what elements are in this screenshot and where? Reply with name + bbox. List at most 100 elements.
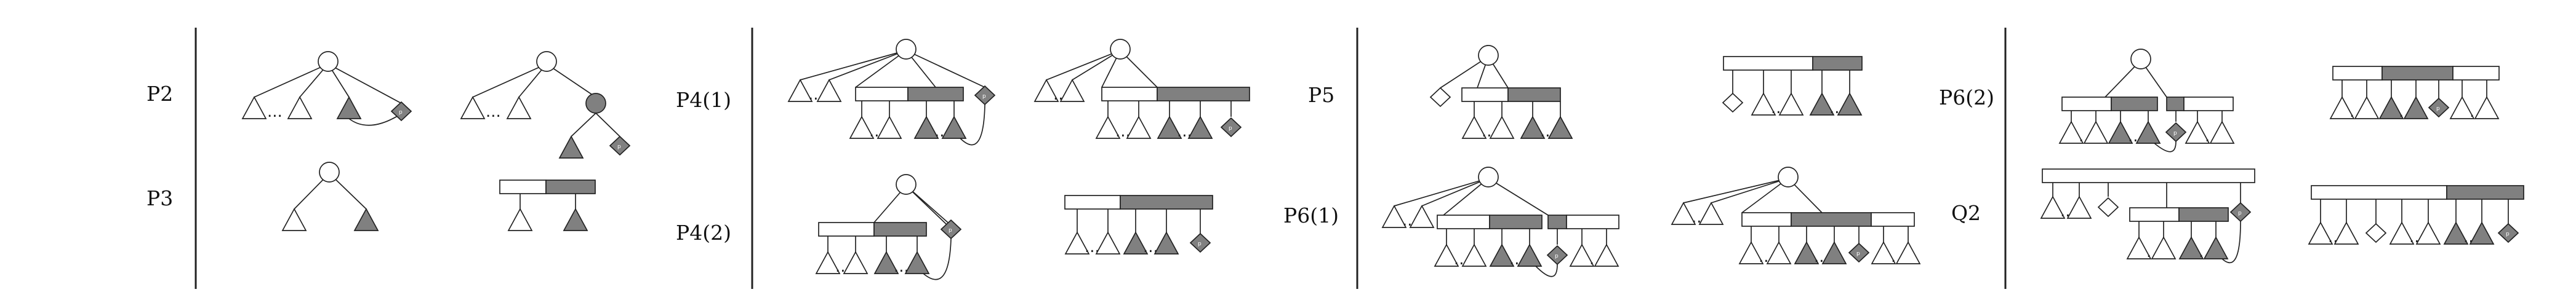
diamond-label: p <box>2436 106 2440 112</box>
subtree-triangle <box>2449 96 2475 119</box>
node-circle-gray <box>585 93 606 114</box>
diamond-node <box>1848 242 1870 263</box>
label-p4-1: P4(1) <box>676 88 731 112</box>
subtree-triangle <box>1895 241 1921 264</box>
node-circle <box>319 162 340 183</box>
subtree-triangle <box>2329 96 2355 119</box>
gray-bar <box>1547 215 1567 229</box>
p6-2-left-diagram: ... ... p ... <box>2058 49 2235 152</box>
subtree-triangle-gray <box>353 208 379 231</box>
subtree-triangle-gray <box>1154 231 1179 255</box>
subtree-triangle <box>287 96 313 119</box>
subtree-triangle <box>1059 79 1085 102</box>
node-circle <box>318 51 339 72</box>
subtree-triangle <box>1766 241 1792 264</box>
subtree-triangle-gray <box>1547 116 1573 139</box>
subtree-triangle <box>2415 221 2441 245</box>
subtree-triangle <box>1698 202 1724 225</box>
subtree-triangle <box>506 96 532 119</box>
subtree-triangle-gray <box>913 116 939 139</box>
diamond-node-white <box>2097 197 2119 218</box>
p5-right-diagram: ... ... <box>1722 56 1863 117</box>
diamond-label: p <box>1229 125 1232 132</box>
label-p5: P5 <box>1308 83 1334 107</box>
white-bar <box>2129 207 2180 222</box>
subtree-triangle-gray <box>873 251 899 274</box>
node-circle <box>536 51 557 72</box>
p4-2-right-diagram: ... ... p <box>1064 195 1213 256</box>
p4-1-right-diagram: ... ... ... p <box>1033 39 1250 141</box>
white-bar <box>1566 215 1619 229</box>
subtree-triangle <box>1434 243 1459 267</box>
gray-bar <box>2381 66 2454 81</box>
subtree-triangle <box>1751 92 1776 116</box>
q2-right-diagram: ... ... ... p <box>2308 185 2524 247</box>
subtree-triangle <box>2066 195 2092 219</box>
diamond-node <box>2497 223 2519 243</box>
subtree-triangle <box>2040 195 2066 219</box>
diamond-label: p <box>617 144 621 150</box>
node-circle <box>2130 49 2151 69</box>
diamond-label: p <box>982 93 986 100</box>
gray-bar <box>1157 87 1250 101</box>
subtree-triangle <box>849 116 875 139</box>
white-bar <box>1871 212 1915 227</box>
label-p3: P3 <box>146 186 173 210</box>
subtree-triangle-gray <box>1157 116 1182 139</box>
subtree-triangle-gray <box>1489 243 1515 267</box>
node-circle <box>896 39 917 60</box>
subtree-triangle <box>1871 241 1896 264</box>
diamond-label: p <box>949 227 952 234</box>
label-p6-2: P6(2) <box>1939 85 1994 109</box>
subtree-triangle-gray <box>941 116 967 139</box>
subtree-triangle <box>1569 243 1595 267</box>
gray-bar <box>1489 215 1543 229</box>
subtree-triangle <box>1033 79 1059 102</box>
subtree-triangle <box>281 208 307 231</box>
subtree-triangle <box>2185 120 2210 144</box>
white-bar <box>2311 185 2447 200</box>
node-circle <box>1478 167 1499 188</box>
subtree-triangle-gray <box>1794 241 1820 264</box>
subtree-triangle <box>460 96 486 119</box>
subtree-triangle <box>1489 116 1515 139</box>
subtree-triangle <box>2058 120 2084 144</box>
subtree-triangle <box>2474 96 2500 119</box>
white-bar <box>818 222 875 237</box>
q2-left-diagram: ... ... ... p <box>2040 168 2255 264</box>
subtree-triangle-gray <box>1809 92 1835 116</box>
node-circle <box>1478 45 1499 66</box>
subtree-triangle-gray <box>563 208 588 231</box>
subtree-triangle-gray <box>336 96 362 119</box>
ellipsis: ... <box>486 103 501 121</box>
label-p4-2: P4(2) <box>676 221 731 245</box>
gray-bar <box>545 180 596 194</box>
diamond-label: p <box>2506 231 2510 237</box>
subtree-triangle-gray <box>2403 96 2429 119</box>
gray-bar <box>1791 212 1872 227</box>
subtree-triangle-gray <box>2108 120 2133 144</box>
subtree-triangle <box>1095 116 1121 139</box>
label-p2: P2 <box>146 82 173 106</box>
subtree-triangle-gray <box>904 251 930 274</box>
gray-bar <box>1507 87 1561 102</box>
p3-right-diagram <box>499 180 596 231</box>
diamond-node-white <box>2365 223 2387 243</box>
subtree-triangle <box>507 208 533 231</box>
white-bar <box>2332 66 2383 81</box>
subtree-triangle-gray <box>2135 120 2161 144</box>
subtree-triangle-gray <box>2203 236 2229 259</box>
white-bar <box>1064 195 1121 210</box>
diamond-label: p <box>2173 130 2177 136</box>
subtree-triangle <box>1594 243 1619 267</box>
white-bar <box>1741 212 1792 227</box>
subtree-triangle-gray <box>2443 221 2469 245</box>
subtree-triangle <box>1381 205 1407 228</box>
white-bar <box>2183 97 2234 111</box>
white-bar <box>1723 56 1813 71</box>
white-bar <box>855 87 909 101</box>
subtree-triangle-gray <box>1520 116 1546 139</box>
subtree-triangle <box>1461 116 1487 139</box>
gray-bar <box>1120 195 1213 210</box>
